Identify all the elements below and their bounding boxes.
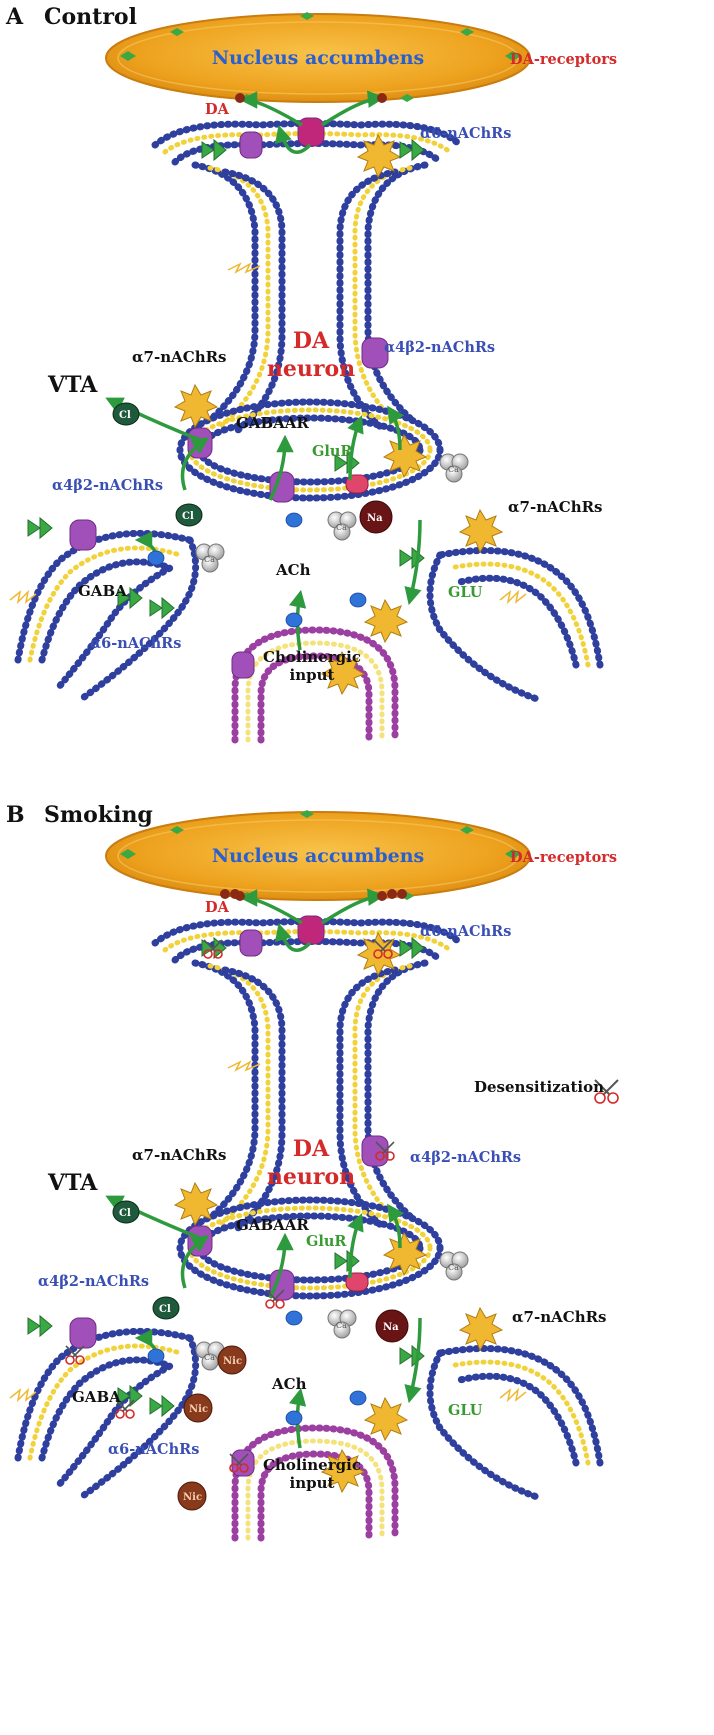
na-ion-label: Na <box>383 1322 399 1333</box>
cholinergic-input-label-line2: input <box>290 666 335 684</box>
cl-ion-label: Cl <box>119 1208 131 1219</box>
da-neuron-label-line2: neuron <box>267 356 355 382</box>
gabaar-label: GABAAR <box>236 414 309 432</box>
a4b2-nachrs-left-label: α4β2-nAChRs <box>38 1273 149 1290</box>
a6-nachrs-bottom-label: α6-nAChRs <box>90 635 181 652</box>
panel-a-control: Cl Cl Na Ca Ca Ca A Control Nucleus accu… <box>5 4 617 740</box>
na-ion: Na <box>375 1309 409 1343</box>
ca-label: Ca <box>448 1263 459 1272</box>
glur-label: GluR <box>312 443 353 460</box>
cl-ion-label: Cl <box>182 511 194 522</box>
panel-b-letter: B <box>6 802 25 828</box>
nicotine-molecule: Nic <box>217 1345 247 1375</box>
cholinergic-input-label-line2: input <box>290 1474 335 1492</box>
da-neuron-label-line1: DA <box>293 328 330 354</box>
scissors-icon <box>265 1289 285 1309</box>
scissors-icon <box>65 1345 85 1365</box>
gabaar-label: GABAAR <box>236 1216 309 1234</box>
desensitization-label: Desensitization <box>474 1078 604 1096</box>
da-label: DA <box>205 101 230 118</box>
ach-label: ACh <box>275 561 311 579</box>
panel-a-letter: A <box>5 4 24 30</box>
panel-b-smoking: Cl Cl Na Nic Nic Nic Ca Ca Ca B Smoking … <box>6 802 619 1538</box>
cl-ion: Cl <box>112 1200 140 1224</box>
panel-b-title: Smoking <box>44 802 153 828</box>
a6-nachrs-top-label: α6-nAChRs <box>420 923 511 940</box>
a7-nachrs-right-label: α7-nAChRs <box>508 498 603 516</box>
na-ion: Na <box>359 500 393 534</box>
cl-ion: Cl <box>152 1296 180 1320</box>
glu-label: GLU <box>448 1402 483 1419</box>
a6-nachrs-bottom-label: α6-nAChRs <box>108 1441 199 1458</box>
nic-label: Nic <box>223 1356 242 1367</box>
a7-nachrs-left-label: α7-nAChRs <box>132 348 227 366</box>
cl-ion-label: Cl <box>119 410 131 421</box>
gaba-label: GABA <box>78 582 127 600</box>
ca-label: Ca <box>204 1353 215 1362</box>
a4b2-nachrs-left-label: α4β2-nAChRs <box>52 477 163 494</box>
vta-label: VTA <box>47 1170 98 1196</box>
scissors-icon <box>375 1141 395 1161</box>
vta-label: VTA <box>47 372 98 398</box>
glur-label: GluR <box>306 1233 347 1250</box>
nic-label: Nic <box>183 1492 202 1503</box>
panel-a-title: Control <box>44 4 137 30</box>
cl-ion-label: Cl <box>159 1304 171 1315</box>
cl-ion: Cl <box>175 503 203 527</box>
ach-label: ACh <box>271 1375 307 1393</box>
scissors-icon <box>594 1079 619 1104</box>
a4b2-nachrs-right-label: α4β2-nAChRs <box>410 1149 521 1166</box>
da-label: DA <box>205 899 230 916</box>
na-ion-label: Na <box>367 513 383 524</box>
gaba-label: GABA <box>72 1388 121 1406</box>
scissors-icon <box>229 1453 249 1473</box>
nicotine-molecule: Nic <box>183 1393 213 1423</box>
nic-label: Nic <box>189 1404 208 1415</box>
da-receptors-label: DA-receptors <box>510 51 617 68</box>
da-neuron-label-line1: DA <box>293 1136 330 1162</box>
a7-nachrs-right-label: α7-nAChRs <box>512 1308 607 1326</box>
a4b2-nachrs-right-label: α4β2-nAChRs <box>384 339 495 356</box>
nucleus-accumbens-label: Nucleus accumbens <box>212 845 424 867</box>
ca-label: Ca <box>336 523 347 532</box>
scissors-icon <box>115 1399 135 1419</box>
a7-nachrs-left-label: α7-nAChRs <box>132 1146 227 1164</box>
a6-nachrs-top-label: α6-nAChRs <box>420 125 511 142</box>
glu-label: GLU <box>448 584 483 601</box>
da-neuron-label-line2: neuron <box>267 1164 355 1190</box>
da-receptors-label: DA-receptors <box>510 849 617 866</box>
cl-ion: Cl <box>112 402 140 426</box>
nucleus-accumbens-label: Nucleus accumbens <box>212 47 424 69</box>
ca-label: Ca <box>336 1321 347 1330</box>
cholinergic-input-label-line1: Cholinergic <box>263 1456 361 1474</box>
scissors-icon <box>203 939 223 959</box>
nicotine-molecule: Nic <box>177 1481 207 1511</box>
ca-label: Ca <box>204 555 215 564</box>
cholinergic-input-label-line1: Cholinergic <box>263 648 361 666</box>
scissors-icon <box>373 939 393 959</box>
ca-label: Ca <box>448 465 459 474</box>
